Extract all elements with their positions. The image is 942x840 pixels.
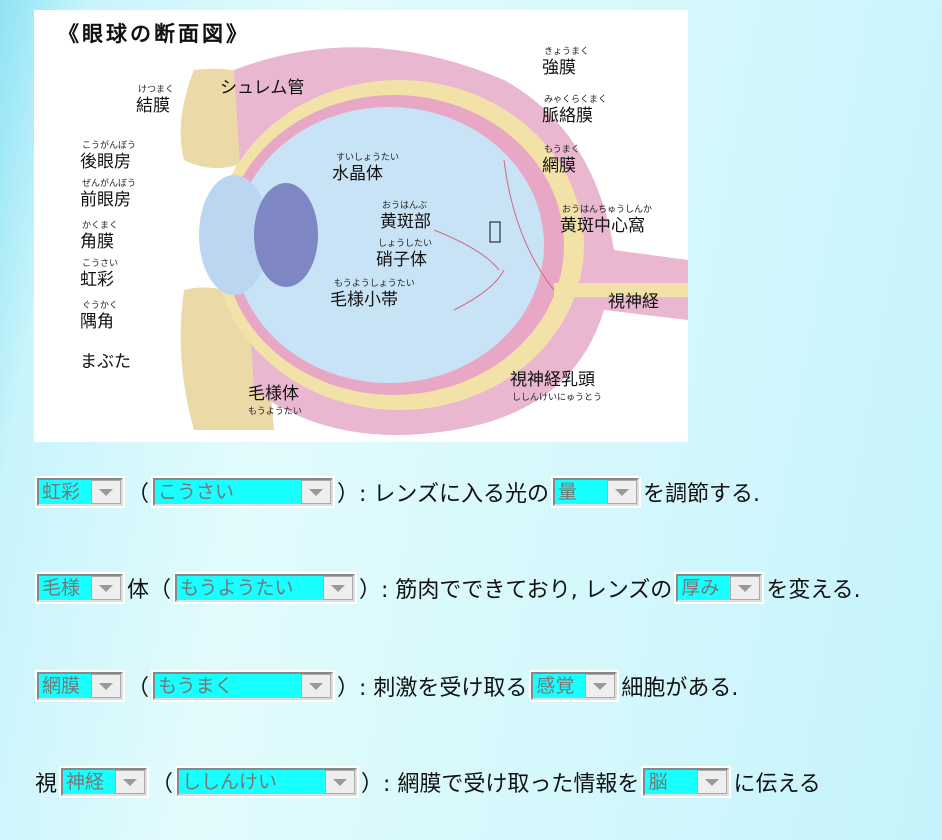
dropdown-value: こうさい bbox=[158, 481, 235, 503]
answer-dropdown[interactable]: 虹彩 bbox=[35, 476, 125, 508]
label-schlemm: シュレム管 bbox=[220, 78, 305, 98]
chevron-down-icon[interactable] bbox=[91, 674, 121, 698]
label-anterior-chamber: 前眼房 bbox=[80, 190, 131, 210]
quiz-text: を変える. bbox=[766, 578, 861, 603]
label-choroid: 脈絡膜 bbox=[542, 106, 593, 126]
reading-dropdown[interactable]: もうまく bbox=[151, 670, 336, 702]
quiz-text: （ bbox=[151, 772, 174, 797]
chevron-down-icon[interactable] bbox=[697, 770, 728, 794]
chevron-down-icon[interactable] bbox=[585, 674, 616, 698]
chevron-down-icon[interactable] bbox=[301, 674, 332, 698]
dropdown-value: 厚み bbox=[681, 577, 720, 599]
answer-dropdown[interactable]: 厚み bbox=[674, 572, 765, 604]
eye-cross-section-diagram: 《眼球の断面図》 シュレム管 けつまく 結膜 こうがんぼう 後眼房 ぜんがんぼう… bbox=[34, 10, 688, 442]
ruby-choroid: みゃくらくまく bbox=[544, 95, 608, 105]
dropdown-value: 量 bbox=[557, 481, 577, 503]
reading-dropdown[interactable]: こうさい bbox=[151, 476, 336, 508]
answer-dropdown[interactable]: 網膜 bbox=[35, 670, 125, 702]
quiz-text: ）: レンズに入る光の bbox=[337, 482, 549, 507]
ruby-sclera: きょうまく bbox=[544, 47, 590, 57]
ruby-lens: すいしょうたい bbox=[336, 153, 400, 163]
ruby-zonule: もうようしょうたい bbox=[334, 279, 415, 289]
chevron-down-icon[interactable] bbox=[323, 576, 354, 600]
label-ciliary-body: 毛様体 bbox=[248, 384, 299, 404]
answer-dropdown[interactable]: 神経 bbox=[59, 766, 150, 798]
chevron-down-icon[interactable] bbox=[91, 576, 121, 600]
dropdown-value: 虹彩 bbox=[42, 481, 81, 503]
label-sclera: 強膜 bbox=[542, 58, 576, 78]
quiz-row: 虹彩 （ こうさい ）: レンズに入る光の量 を調節する. bbox=[34, 476, 761, 508]
quiz-row: 視神経 （ ししんけい ）: 網膜で受け取った情報を脳 に伝える bbox=[34, 766, 822, 798]
dropdown-value: もうまく bbox=[158, 675, 234, 697]
answer-dropdown[interactable]: 感覚 bbox=[529, 670, 620, 702]
ruby-iris: こうさい bbox=[82, 259, 119, 269]
answer-dropdown[interactable]: 毛様 bbox=[35, 572, 125, 604]
label-conjunctiva: 結膜 bbox=[136, 96, 170, 116]
quiz-row: 毛様 体（ もうようたい ）: 筋肉でできており, レンズの厚み を変える. bbox=[34, 572, 862, 604]
quiz-row: 網膜 （ もうまく ）: 刺激を受け取る感覚 細胞がある. bbox=[34, 670, 739, 702]
label-optic-disc: 視神経乳頭 bbox=[510, 370, 595, 390]
reading-dropdown[interactable]: もうようたい bbox=[173, 572, 358, 604]
label-macula: 黄斑部 bbox=[380, 212, 431, 232]
label-zonule: 毛様小帯 bbox=[330, 290, 398, 310]
label-fovea: 黄斑中心窩 bbox=[560, 216, 645, 236]
chevron-down-icon[interactable] bbox=[301, 480, 332, 504]
label-iris: 虹彩 bbox=[80, 270, 114, 290]
ruby-angle: ぐうかく bbox=[82, 301, 118, 311]
quiz-text: （ bbox=[127, 676, 150, 701]
ruby-ciliary-body: もうようたい bbox=[248, 407, 302, 417]
label-vitreous: 硝子体 bbox=[376, 250, 427, 270]
reading-dropdown[interactable]: ししんけい bbox=[175, 766, 360, 798]
chevron-down-icon[interactable] bbox=[606, 480, 637, 504]
label-angle: 隅角 bbox=[80, 312, 114, 332]
ruby-conjunctiva: けつまく bbox=[138, 85, 175, 95]
dropdown-value: 毛様 bbox=[42, 577, 81, 599]
quiz-text: 細胞がある. bbox=[621, 676, 739, 701]
label-retina: 網膜 bbox=[542, 156, 576, 176]
quiz-text: ）: 筋肉でできており, レンズの bbox=[359, 578, 673, 603]
quiz-text: ）: 刺激を受け取る bbox=[337, 676, 528, 701]
chevron-down-icon[interactable] bbox=[325, 770, 356, 794]
label-lens: 水晶体 bbox=[332, 164, 383, 184]
quiz-text: に伝える bbox=[733, 772, 821, 797]
chevron-down-icon[interactable] bbox=[91, 480, 121, 504]
quiz-text: （ bbox=[127, 482, 150, 507]
ruby-anterior-chamber: ぜんがんぼう bbox=[82, 179, 137, 189]
dropdown-value: 網膜 bbox=[42, 675, 81, 697]
answer-dropdown[interactable]: 量 bbox=[550, 476, 641, 508]
dropdown-value: ししんけい bbox=[182, 771, 278, 793]
ruby-posterior-chamber: こうがんぼう bbox=[82, 141, 137, 151]
ruby-retina: もうまく bbox=[544, 145, 580, 155]
quiz-text: ）: 網膜で受け取った情報を bbox=[361, 772, 640, 797]
ruby-cornea: かくまく bbox=[82, 221, 119, 231]
label-cornea: 角膜 bbox=[80, 232, 114, 252]
dropdown-value: もうようたい bbox=[180, 577, 294, 599]
ruby-vitreous: しょうしたい bbox=[378, 239, 433, 249]
label-eyelid: まぶた bbox=[80, 352, 131, 372]
dropdown-value: 脳 bbox=[648, 771, 668, 793]
label-posterior-chamber: 後眼房 bbox=[80, 152, 131, 172]
eye-illustration bbox=[180, 47, 688, 435]
ruby-fovea: おうはんちゅうしんか bbox=[562, 205, 653, 215]
quiz-text: を調節する. bbox=[642, 482, 760, 507]
dropdown-value: 感覚 bbox=[536, 675, 575, 697]
diagram-title: 《眼球の断面図》 bbox=[58, 22, 250, 46]
label-optic-nerve: 視神経 bbox=[608, 292, 659, 312]
ruby-macula: おうはんぶ bbox=[382, 201, 428, 211]
chevron-down-icon[interactable] bbox=[730, 576, 761, 600]
answer-dropdown[interactable]: 脳 bbox=[641, 766, 732, 798]
quiz-text: 体（ bbox=[127, 578, 172, 603]
dropdown-value: 神経 bbox=[66, 771, 105, 793]
quiz-text: 視 bbox=[35, 772, 58, 797]
ruby-optic-disc: ししんけいにゅうとう bbox=[512, 393, 603, 403]
chevron-down-icon[interactable] bbox=[115, 770, 146, 794]
